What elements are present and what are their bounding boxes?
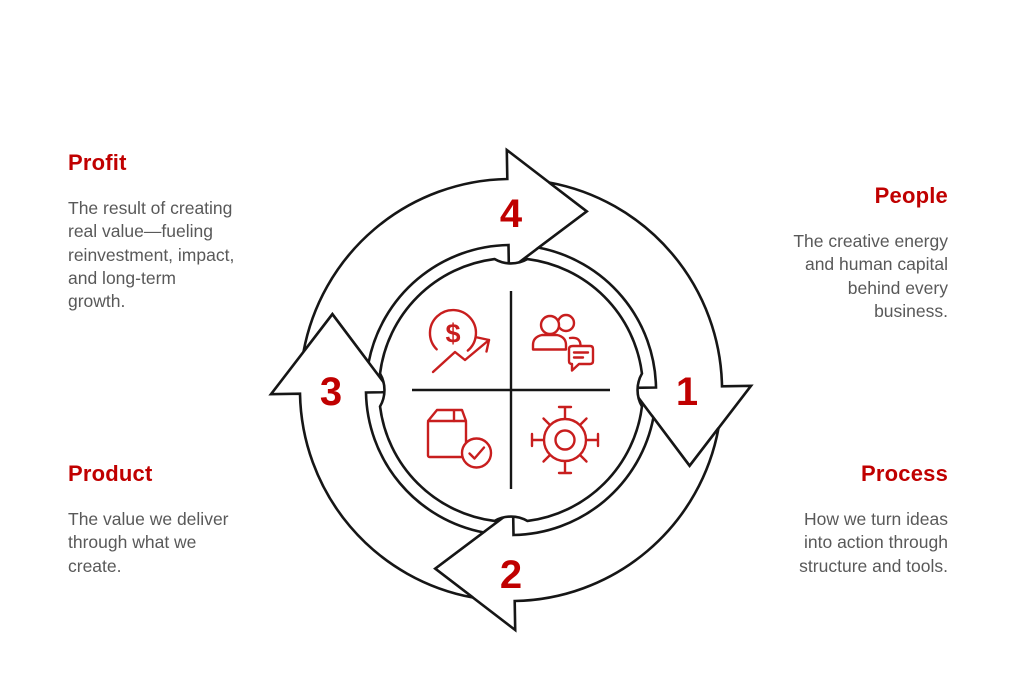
cycle-arrows <box>268 147 754 633</box>
product-title: Product <box>68 461 153 486</box>
profit-title: Profit <box>68 150 127 175</box>
section-people: People The creative energy and human cap… <box>763 183 948 323</box>
profit-description: The result of creating real value—fuelin… <box>68 198 235 312</box>
process-title: Process <box>860 461 948 486</box>
cycle-arrow-1 <box>535 181 754 468</box>
cycle-arrow-3 <box>268 312 487 599</box>
section-process: Process How we turn ideas into action th… <box>758 461 948 578</box>
cycle-diagram: $ 4 1 2 3 <box>268 147 754 633</box>
people-title: People <box>874 183 948 208</box>
step-number-2: 2 <box>500 553 522 597</box>
dollar-growth-icon: $ <box>428 308 491 374</box>
section-product: Product The value we deliver through wha… <box>68 461 263 578</box>
cycle-arrow-2 <box>433 414 720 633</box>
package-check-icon <box>426 408 493 469</box>
step-number-4: 4 <box>500 192 523 236</box>
step-number-3: 3 <box>320 370 342 414</box>
quadrant-divider-cross <box>412 291 610 489</box>
cycle-arrow-4 <box>302 147 589 366</box>
product-description: The value we deliver through what we cre… <box>68 509 229 576</box>
people-description: The creative energy and human capital be… <box>793 231 948 321</box>
step-number-1: 1 <box>676 370 698 414</box>
people-chat-icon <box>531 313 595 372</box>
process-description: How we turn ideas into action through st… <box>799 509 948 576</box>
section-profit: Profit The result of creating real value… <box>68 150 268 313</box>
dollar-symbol: $ <box>445 319 460 349</box>
gear-icon <box>530 405 600 475</box>
